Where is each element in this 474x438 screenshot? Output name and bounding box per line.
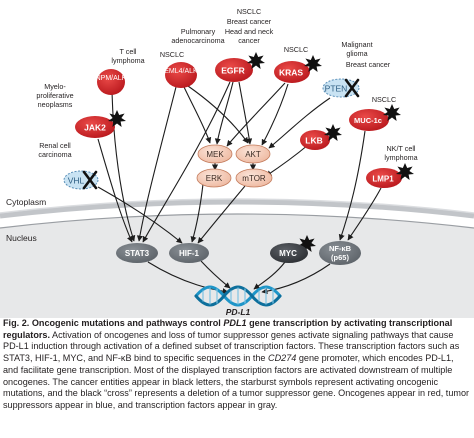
kinase-erk: ERK: [196, 168, 232, 188]
nuclear-membrane: [0, 213, 474, 229]
cell-membrane: [0, 199, 474, 219]
kinase-akt: AKT: [235, 144, 271, 164]
oncogene-egfr: EGFR: [215, 58, 253, 82]
jak2-label: JAK2: [84, 123, 106, 133]
caption-body-a: Activation of oncogenes and loss of tumo…: [3, 329, 460, 364]
tf-hif-1: HIF-1: [169, 243, 209, 263]
lmp1-label: LMP1: [372, 175, 394, 184]
deletion-cross-icon: [344, 78, 360, 98]
hif-1-label: HIF-1: [179, 249, 200, 258]
starburst-icons: [108, 52, 414, 252]
oncogene-kras: KRAS: [274, 61, 310, 83]
tf-nf-kb: NF-κB (p65): [319, 241, 361, 265]
cytoplasm-label: Cytoplasm: [6, 197, 46, 207]
nucleus-label: Nucleus: [6, 233, 37, 243]
stat3-label: STAT3: [125, 249, 150, 258]
oncogene-lmp1: LMP1: [366, 168, 402, 188]
mek-label: MEK: [206, 150, 224, 159]
caption-body-gene: CD274: [268, 353, 297, 364]
starburst-icon: [383, 104, 401, 121]
disease-muc1c: NSCLC: [372, 95, 396, 104]
pathway-diagram: Cytoplasm Nucleus: [0, 7, 474, 318]
lkb-label: LKB: [305, 136, 322, 146]
starburst-icon: [298, 235, 316, 252]
caption-fig-label: Fig. 2.: [3, 318, 30, 328]
nf-kb-sublabel: (p65): [331, 253, 349, 262]
pten-label: PTEN: [325, 84, 348, 94]
starburst-icon: [324, 124, 342, 141]
starburst-icon: [247, 52, 265, 69]
disease-kras: NSCLC: [284, 45, 308, 54]
oncogene-muc-1c: MUC-1c: [349, 109, 389, 131]
suppressor-vhl: VHL: [63, 170, 99, 190]
erk-label: ERK: [206, 174, 223, 183]
myc-label: MYC: [279, 249, 297, 258]
caption-title-b: gene transcription by activating transcr…: [3, 318, 453, 340]
mtor-label: mTOR: [242, 174, 266, 183]
disease-nsclc-eml4: NSCLC: [160, 50, 184, 59]
eml4-alk-label: EML4/ALK: [164, 68, 198, 75]
dna-helix-icon: [194, 285, 282, 307]
oncogene-npm-alk: NPM/ALK: [96, 69, 127, 95]
muc-1c-label: MUC-1c: [354, 116, 382, 125]
oncogene-eml4-alk: EML4/ALK: [164, 62, 198, 88]
starburst-icon: [108, 110, 126, 127]
akt-label: AKT: [245, 150, 261, 159]
pd-l1-gene-label: PD-L1: [226, 307, 251, 317]
kras-label: KRAS: [279, 68, 303, 78]
starburst-icon: [304, 55, 322, 72]
suppressor-pten: PTEN: [322, 78, 360, 98]
caption-title-gene: PDL1: [223, 318, 247, 328]
oncogene-lkb: LKB: [300, 130, 330, 150]
nucleus-region: [0, 214, 474, 318]
tf-myc: MYC: [270, 243, 308, 263]
oncogene-jak2: JAK2: [75, 116, 115, 138]
signaling-arrows: [97, 81, 382, 295]
tf-stat3: STAT3: [116, 243, 158, 263]
caption-body-b: gene promoter, which encodes PD-L1, and …: [3, 353, 470, 410]
npm-alk-label: NPM/ALK: [96, 75, 127, 82]
deletion-cross-icon: [82, 170, 98, 190]
starburst-icon: [396, 163, 414, 180]
vhl-label: VHL: [68, 176, 85, 186]
figure-caption: Fig. 2. Oncogenic mutations and pathways…: [3, 318, 471, 438]
kinase-mek: MEK: [197, 144, 233, 164]
caption-title-a: Oncogenic mutations and pathways control: [31, 318, 224, 328]
kinase-mtor: mTOR: [235, 168, 273, 188]
egfr-label: EGFR: [221, 66, 245, 76]
nf-kb-label: NF-κB: [329, 244, 352, 253]
